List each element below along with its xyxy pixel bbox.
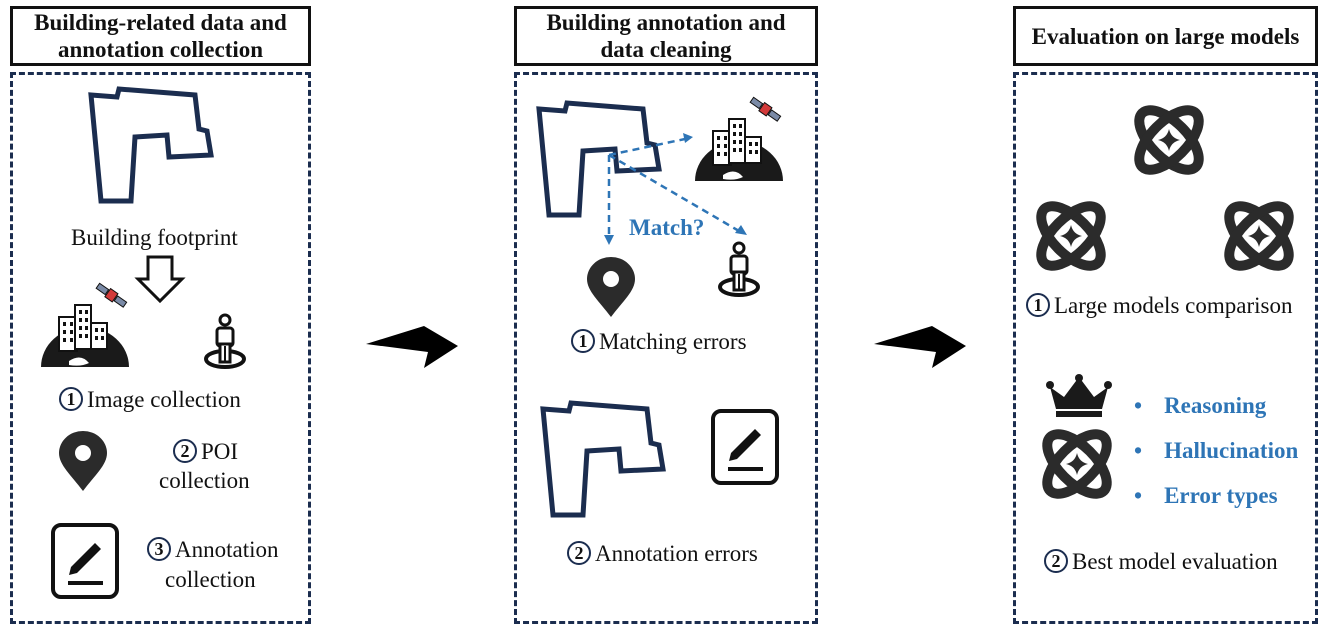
step-number: 1	[571, 329, 595, 353]
poi-collection-label-line2: collection	[159, 468, 250, 493]
down-arrow-icon	[134, 255, 186, 304]
flow-arrow-icon	[874, 326, 966, 368]
map-pin-icon	[587, 257, 635, 317]
bullet-list: •Reasoning •Hallucination •Error types	[1134, 383, 1298, 518]
building-footprint-icon	[536, 100, 662, 218]
match-arrows	[604, 133, 747, 245]
crown-icon	[1046, 374, 1112, 417]
annotation-collection-label-line2: collection	[165, 567, 256, 592]
person-pin-icon	[718, 241, 760, 297]
step-number: 2	[1044, 549, 1068, 573]
panel-title: Building-related data and annotation col…	[10, 6, 311, 66]
map-pin-icon	[59, 431, 107, 491]
match-question-label: Match?	[629, 215, 705, 240]
flow-arrow-icon	[366, 326, 458, 368]
step-number: 3	[147, 537, 171, 561]
step-number: 1	[59, 387, 83, 411]
edit-note-icon	[51, 523, 119, 599]
building-footprint-icon	[88, 86, 214, 204]
step-number: 2	[173, 439, 197, 463]
step-number: 2	[567, 541, 591, 565]
bullet-item-error-types: •Error types	[1134, 483, 1278, 508]
ai-model-icon	[1026, 191, 1116, 281]
footprint-label: Building footprint	[71, 225, 238, 250]
edit-note-icon	[711, 409, 779, 485]
building-footprint-icon	[540, 400, 666, 518]
ai-model-icon	[1124, 95, 1214, 185]
ai-model-icon	[1032, 419, 1122, 509]
panel-title: Building annotation and data cleaning	[514, 6, 818, 66]
bullet-item-reasoning: •Reasoning	[1134, 393, 1267, 418]
step-number: 1	[1026, 293, 1050, 317]
ai-model-icon	[1214, 191, 1304, 281]
person-pin-icon	[204, 313, 246, 369]
bullet-item-hallucination: •Hallucination	[1134, 438, 1299, 463]
city-globe-satellite-icon	[40, 280, 130, 368]
panel-title: Evaluation on large models	[1013, 6, 1318, 66]
